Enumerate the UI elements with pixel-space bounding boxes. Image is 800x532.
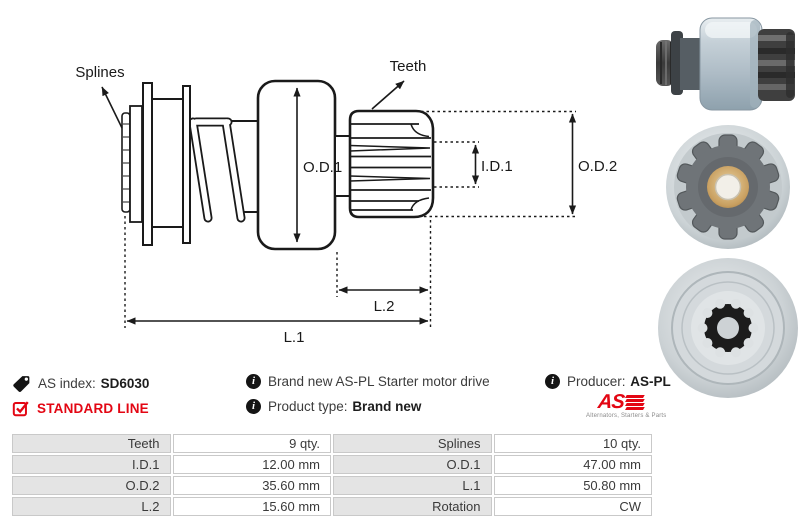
spec-row: O.D.2 35.60 mm L.1 50.80 mm [12, 476, 652, 495]
label-l2: L.2 [374, 298, 395, 315]
spring [188, 117, 246, 223]
spec-row: I.D.1 12.00 mm O.D.1 47.00 mm [12, 455, 652, 474]
spec-label: I.D.1 [12, 455, 171, 474]
spec-value: 9 qty. [172, 434, 331, 453]
aspl-logo-tagline: Alternators, Starters & Parts [586, 413, 667, 419]
spec-value: CW [493, 497, 652, 516]
spec-value: 50.80 mm [493, 476, 652, 495]
product-type: Product type: Brand new [246, 399, 421, 414]
spline-shaft [121, 82, 191, 246]
producer: Producer: AS-PL [545, 374, 671, 389]
label-l1: L.1 [284, 329, 305, 346]
label-id1: I.D.1 [481, 158, 513, 175]
product-description-text: Brand new AS-PL Starter motor drive [268, 374, 490, 389]
label-od1: O.D.1 [303, 159, 342, 176]
aspl-logo-text: AS [596, 391, 626, 413]
aspl-logo: AS Alternators, Starters & Parts [586, 391, 667, 419]
spec-value: 12.00 mm [172, 455, 331, 474]
product-description: Brand new AS-PL Starter motor drive [246, 374, 490, 389]
spec-value: 35.60 mm [172, 476, 331, 495]
spec-row: L.2 15.60 mm Rotation CW [12, 497, 652, 516]
spec-label: Teeth [12, 434, 171, 453]
spec-value: 47.00 mm [493, 455, 652, 474]
spec-value: 15.60 mm [172, 497, 331, 516]
spec-label: O.D.1 [333, 455, 492, 474]
standard-line-badge: STANDARD LINE [12, 399, 149, 417]
dimension-lines [126, 87, 577, 325]
as-index: AS index: SD6030 [12, 374, 149, 393]
product-type-label: Product type: [268, 399, 348, 414]
standard-line-label: STANDARD LINE [37, 400, 149, 416]
spec-label: L.1 [333, 476, 492, 495]
as-index-value: SD6030 [100, 376, 150, 391]
as-index-label: AS index: [38, 376, 96, 391]
spec-label: O.D.2 [12, 476, 171, 495]
spec-row: Teeth 9 qty. Splines 10 qty. [12, 434, 652, 453]
splines-leader-arrow [101, 86, 123, 129]
info-icon [545, 374, 560, 389]
product-type-value: Brand new [352, 399, 422, 414]
producer-value: AS-PL [630, 374, 671, 389]
tag-icon [13, 376, 30, 392]
label-teeth: Teeth [390, 58, 427, 75]
spec-label: Splines [333, 434, 492, 453]
producer-label: Producer: [567, 374, 626, 389]
teeth-leader-arrow [371, 80, 405, 110]
spec-label: Rotation [333, 497, 492, 516]
info-icon [246, 399, 261, 414]
pinion-gear [348, 109, 435, 219]
spec-label: L.2 [12, 497, 171, 516]
technical-drawing: Splines Teeth O.D.1 I.D.1 O.D.2 L.2 L.1 [75, 58, 617, 346]
label-splines: Splines [75, 64, 124, 81]
spec-table: Teeth 9 qty. Splines 10 qty. I.D.1 12.00… [10, 432, 654, 518]
spec-value: 10 qty. [493, 434, 652, 453]
checkbox-checked-icon [12, 401, 29, 417]
extension-lines [124, 110, 576, 328]
aspl-logo-stripes-icon [625, 393, 645, 410]
photo-side-view [656, 17, 795, 111]
photo-rear-view [658, 258, 798, 398]
label-od2: O.D.2 [578, 158, 617, 175]
photo-front-view [666, 125, 790, 249]
info-icon [246, 374, 261, 389]
